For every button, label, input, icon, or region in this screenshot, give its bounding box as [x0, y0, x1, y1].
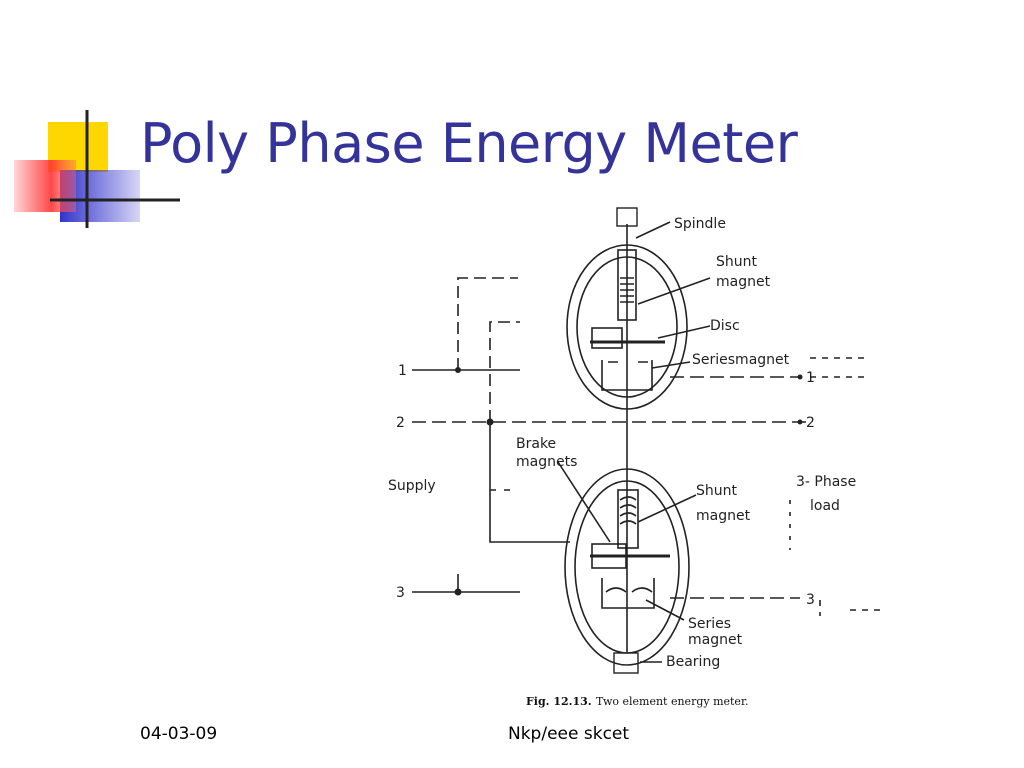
label-phase-3-left: 3 [396, 585, 405, 601]
label-phase-1-left: 1 [398, 363, 407, 379]
label-series-top: Seriesmagnet [692, 352, 790, 368]
label-phase-3-right: 3 [806, 592, 815, 608]
label-load-2: load [810, 498, 840, 514]
footer-date: 04-03-09 [140, 724, 218, 744]
label-series-bot-2: magnet [688, 632, 743, 648]
label-shunt-top-2: magnet [716, 274, 771, 290]
label-shunt-bot-1: Shunt [696, 483, 738, 499]
label-brake-1: Brake [516, 436, 556, 452]
label-load-1: 3- Phase [796, 474, 856, 490]
label-disc: Disc [710, 318, 740, 334]
label-phase-1-right: 1 [806, 370, 815, 386]
footer-author: Nkp/eee skcet [508, 724, 630, 744]
spindle-top-block [616, 207, 638, 227]
label-brake-2: magnets [516, 454, 577, 470]
label-phase-2-right: 2 [806, 415, 815, 431]
label-shunt-top-1: Shunt [716, 254, 758, 270]
figure-caption-text: Two element energy meter. [596, 695, 749, 708]
bearing-block [613, 652, 639, 674]
slide-decoration [14, 110, 180, 228]
label-bearing: Bearing [666, 654, 720, 670]
slide-title: Poly Phase Energy Meter [140, 112, 798, 175]
energy-meter-diagram: Spindle Shunt magnet Disc Seriesmagnet B… [388, 207, 880, 708]
label-supply: Supply [388, 478, 436, 494]
deco-red-square [14, 160, 76, 212]
label-series-bot-1: Series [688, 616, 731, 632]
label-phase-2-left: 2 [396, 415, 405, 431]
label-spindle: Spindle [674, 216, 726, 232]
figure-caption-number: Fig. 12.13. [526, 695, 592, 708]
label-shunt-bot-2: magnet [696, 508, 751, 524]
